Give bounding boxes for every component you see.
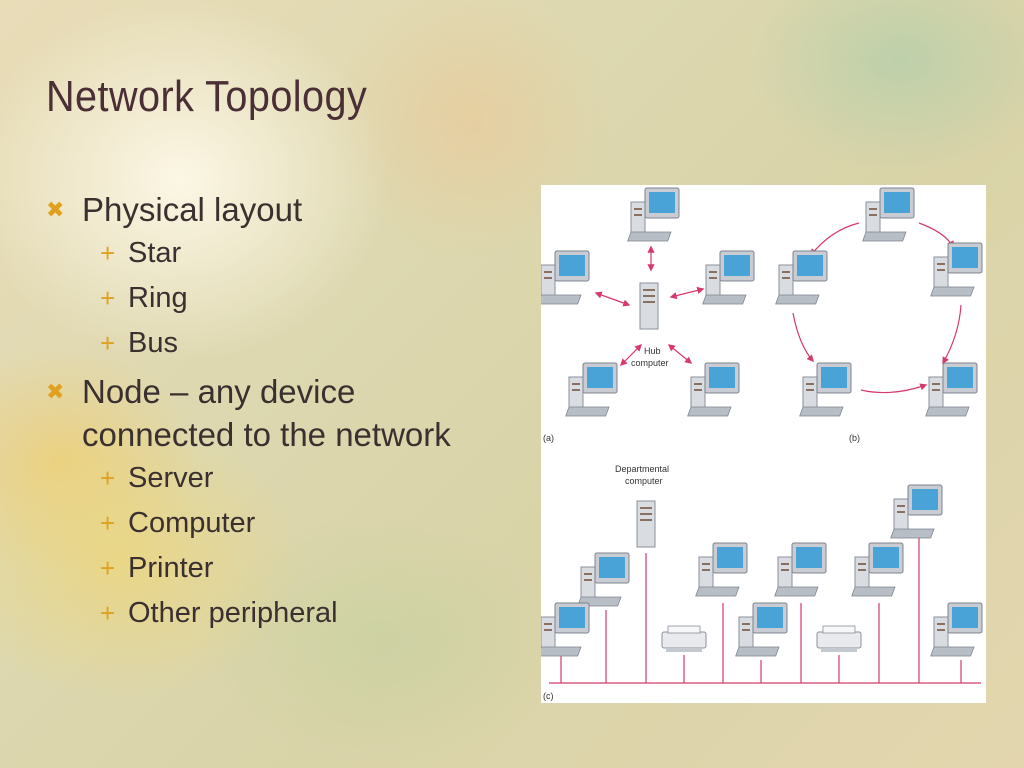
sub-bullet-text: Other peripheral [128, 597, 338, 629]
printer-icon [816, 625, 862, 653]
hub-label: Hub [644, 346, 661, 356]
sub-bullet-text: Computer [128, 507, 256, 539]
sub-bullet-text: Server [128, 462, 214, 494]
plus-bullet-icon: + [100, 238, 116, 268]
computer-icon [890, 484, 943, 539]
hub-label: computer [631, 358, 669, 368]
sub-bullet-bus: + Bus [46, 321, 466, 366]
sub-bullet-server: + Server [46, 456, 466, 501]
computer-icon [541, 250, 590, 305]
computer-icon [735, 602, 788, 657]
plus-bullet-icon: + [100, 598, 116, 628]
bullet-physical-layout: ✖ Physical layout [46, 188, 466, 231]
computer-icon [930, 242, 983, 297]
computer-icon [702, 250, 755, 305]
hub-computer-icon [639, 282, 659, 330]
sub-bullet-text: Printer [128, 552, 214, 584]
departmental-label: computer [625, 476, 663, 486]
sub-bullet-text: Star [128, 237, 182, 269]
computer-icon [775, 250, 828, 305]
bullet-list: ✖ Physical layout + Star + Ring + Bus ✖ … [46, 184, 466, 636]
departmental-computer-icon [636, 500, 656, 548]
panel-c-label: (c) [543, 691, 554, 701]
panel-a-label: (a) [543, 433, 554, 443]
sub-bullet-computer: + Computer [46, 501, 466, 546]
computer-icon [695, 542, 748, 597]
bullet-node: ✖ Node – any device connected to the net… [46, 370, 466, 456]
computer-icon [687, 362, 740, 417]
sub-bullet-other-peripheral: + Other peripheral [46, 591, 466, 636]
computer-icon [930, 602, 983, 657]
slide-title: Network Topology [46, 72, 368, 121]
sub-bullet-ring: + Ring [46, 276, 466, 321]
plus-bullet-icon: + [100, 508, 116, 538]
topology-diagram: Hub computer (a) (b) [541, 187, 983, 701]
bullet-text: Physical layout [82, 191, 303, 228]
departmental-label: Departmental [615, 464, 669, 474]
bus-topology [549, 530, 981, 684]
panel-b-label: (b) [849, 433, 860, 443]
plus-bullet-icon: + [100, 553, 116, 583]
computer-icon [565, 362, 618, 417]
computer-icon [925, 362, 978, 417]
computer-icon [627, 187, 680, 242]
printer-icon [661, 625, 707, 653]
computer-icon [862, 187, 915, 242]
star-topology [594, 245, 705, 367]
plus-bullet-icon: + [100, 328, 116, 358]
plus-bullet-icon: + [100, 283, 116, 313]
x-bullet-icon: ✖ [46, 379, 65, 404]
computer-icon [577, 552, 630, 607]
computer-icon [774, 542, 827, 597]
computer-icon [799, 362, 852, 417]
sub-bullet-text: Bus [128, 327, 178, 359]
sub-bullet-star: + Star [46, 231, 466, 276]
computer-icon [851, 542, 904, 597]
plus-bullet-icon: + [100, 463, 116, 493]
computer-icon [541, 602, 590, 657]
sub-bullet-printer: + Printer [46, 546, 466, 591]
bullet-text: Node – any device connected to the netwo… [82, 373, 451, 453]
x-bullet-icon: ✖ [46, 197, 65, 222]
topology-figure: Hub computer (a) (b) [541, 185, 986, 703]
sub-bullet-text: Ring [128, 282, 188, 314]
